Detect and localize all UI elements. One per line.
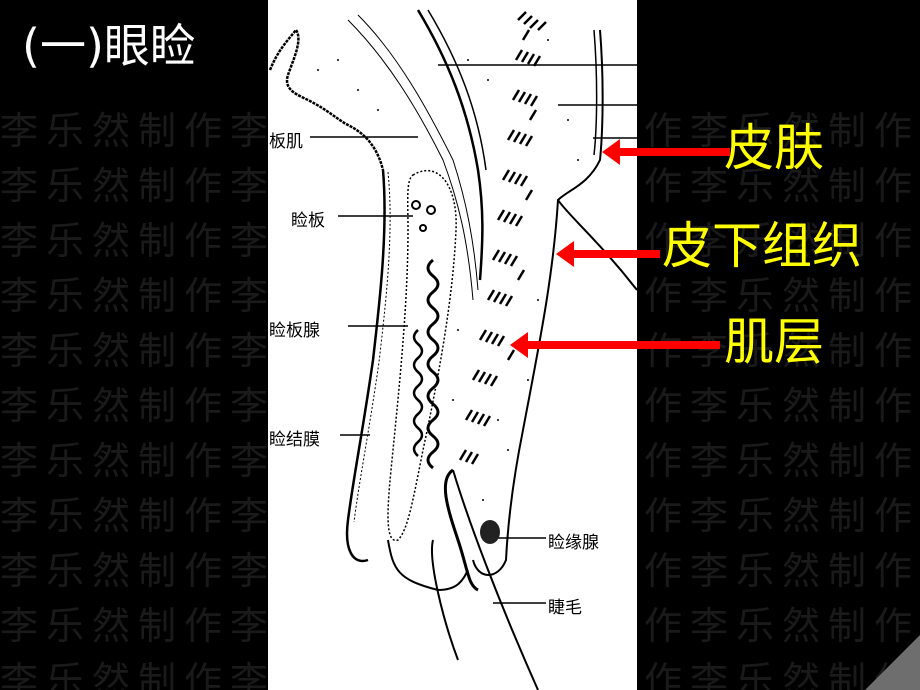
callout-subcutaneous-tissue: 皮下组织 xyxy=(662,217,862,275)
eyelid-diagram-drawing xyxy=(268,9,637,690)
label-eyelash: 睫毛 xyxy=(547,593,583,618)
label-conjunctiva: 睑结膜 xyxy=(268,425,321,450)
arrow-muscle xyxy=(510,332,720,358)
slide-corner-fold xyxy=(865,635,920,690)
label-marginal-gland: 睑缘腺 xyxy=(547,528,600,553)
label-tarsus: 睑板 xyxy=(290,206,326,231)
label-orbicularis: 板肌 xyxy=(268,127,304,152)
arrow-skin xyxy=(602,139,730,165)
label-tarsal-gland: 睑板腺 xyxy=(268,316,321,341)
callout-skin: 皮肤 xyxy=(724,119,824,177)
arrow-subcutaneous xyxy=(556,241,660,267)
callout-muscle-layer: 肌层 xyxy=(724,313,824,371)
slide-title: (一)眼睑 xyxy=(22,19,196,73)
